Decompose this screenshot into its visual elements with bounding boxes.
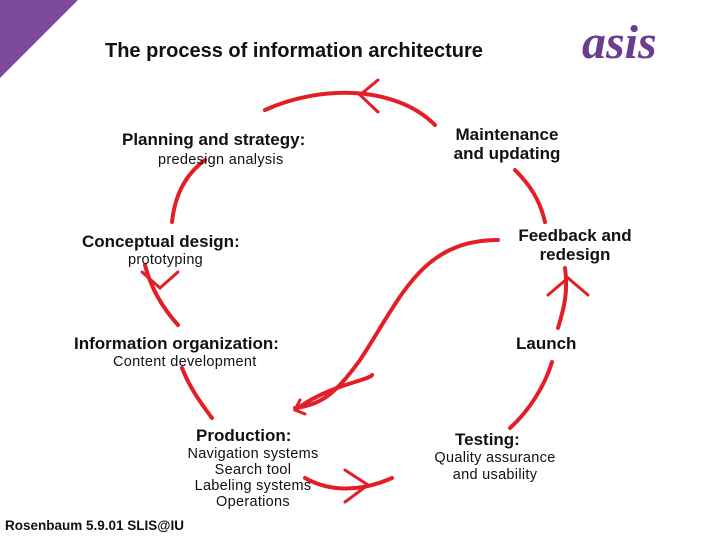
node-planning-sub: predesign analysis — [158, 152, 284, 168]
node-production-label: Production: — [196, 426, 292, 445]
node-feedback-label: Feedback and redesign — [518, 226, 632, 264]
svg-text:asis: asis — [582, 16, 657, 68]
flow-arc-feedback-to-maintenance — [513, 168, 547, 224]
node-organization-sub: Content development — [113, 354, 257, 370]
node-planning-label: Planning and strategy: — [122, 130, 306, 149]
flow-arc-testing-to-launch — [508, 360, 554, 430]
flow-arc-organization-to-production — [180, 366, 214, 420]
flow-arc-production-to-testing — [303, 476, 394, 491]
arrowhead-center — [292, 398, 307, 416]
flow-arc-conceptual-to-organization — [143, 263, 180, 327]
diagram-title: The process of information architecture — [105, 40, 483, 62]
arrowhead-right — [546, 276, 590, 297]
node-organization-label: Information organization: — [74, 334, 279, 353]
flow-arc-feedback-to-production — [293, 238, 500, 410]
flow-arc-launch-to-feedback — [556, 266, 569, 330]
corner-accent — [0, 0, 78, 78]
footer-credit: Rosenbaum 5.9.01 SLIS@IU — [5, 518, 184, 533]
production-item: Search tool — [214, 462, 292, 478]
arrowhead-left — [140, 270, 180, 291]
arrowhead-bottom — [343, 468, 371, 504]
node-conceptual-label: Conceptual design: — [82, 232, 240, 251]
node-maintenance-label: Maintenance and updating — [453, 125, 561, 163]
production-item: Navigation systems — [187, 446, 319, 462]
node-testing-sub: Quality assurance and usability — [434, 450, 556, 483]
flow-arc-production-loop — [296, 373, 374, 410]
production-item: Labeling systems — [194, 478, 312, 494]
node-launch-label: Launch — [516, 334, 577, 353]
flow-arc-planning-to-conceptual — [170, 158, 207, 224]
node-conceptual-sub: prototyping — [128, 252, 204, 268]
arrowhead-top — [357, 78, 380, 114]
production-item: Operations — [216, 494, 290, 510]
node-production-sub: Navigation systems Search tool Labeling … — [178, 446, 328, 510]
node-testing-label: Testing: — [455, 430, 520, 449]
asis-logo: asis — [582, 16, 657, 68]
flow-arc-maintenance-to-planning — [263, 90, 437, 127]
